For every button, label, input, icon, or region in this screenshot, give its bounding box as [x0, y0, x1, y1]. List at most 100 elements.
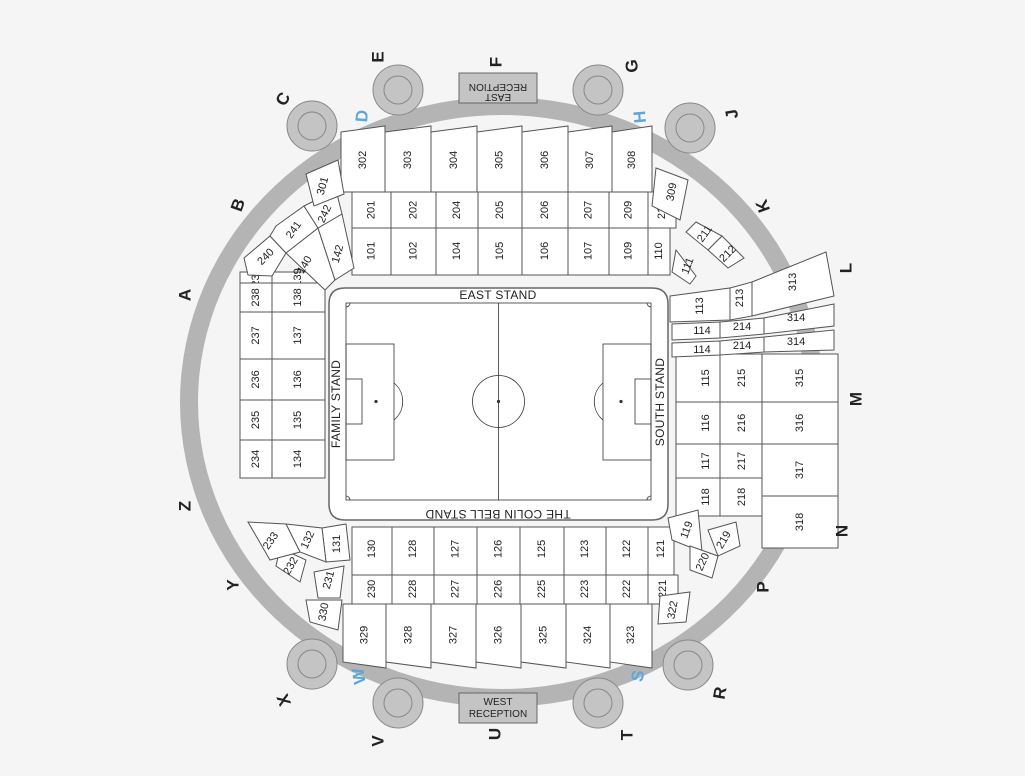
section-218[interactable]: 218	[719, 477, 763, 517]
gate-g[interactable]: G	[622, 59, 642, 74]
section-113[interactable]: 113	[669, 287, 731, 323]
section-329[interactable]: 329	[342, 603, 387, 669]
section-115[interactable]: 115	[675, 353, 721, 403]
section-205[interactable]: 205	[477, 191, 523, 229]
section-236[interactable]: 236	[239, 358, 273, 401]
section-326[interactable]: 326	[475, 603, 522, 669]
section-227[interactable]: 227	[433, 574, 478, 605]
section-204[interactable]: 204	[435, 191, 479, 229]
section-327[interactable]: 327	[430, 603, 477, 669]
gate-r[interactable]: R	[710, 685, 731, 700]
section-125[interactable]: 125	[519, 526, 565, 576]
section-126[interactable]: 126	[476, 526, 521, 576]
gate-h[interactable]: H	[630, 110, 650, 124]
section-324[interactable]: 324	[565, 603, 611, 669]
section-317[interactable]: 317	[761, 443, 839, 497]
section-114[interactable]: 114	[671, 321, 721, 341]
section-102[interactable]: 102	[390, 227, 437, 276]
section-230[interactable]: 230	[351, 574, 393, 605]
section-228[interactable]: 228	[391, 574, 435, 605]
section-128[interactable]: 128	[391, 526, 435, 576]
section-138[interactable]: 138	[271, 282, 326, 313]
section-237[interactable]: 237	[239, 311, 273, 360]
section-302[interactable]: 302	[340, 125, 386, 193]
gate-f[interactable]: F	[487, 57, 506, 67]
section-101[interactable]: 101	[351, 227, 392, 276]
section-215[interactable]: 215	[719, 353, 763, 403]
section-213[interactable]: 213	[729, 281, 753, 321]
section-117[interactable]: 117	[675, 443, 721, 479]
section-130[interactable]: 130	[351, 526, 393, 576]
section-234[interactable]: 234	[239, 439, 273, 479]
gate-b[interactable]: B	[227, 196, 249, 214]
section-136[interactable]: 136	[271, 358, 326, 401]
section-303[interactable]: 303	[384, 125, 432, 193]
gate-k[interactable]: K	[752, 196, 774, 215]
section-137[interactable]: 137	[271, 311, 326, 360]
gate-j[interactable]: J	[722, 108, 742, 121]
section-107[interactable]: 107	[567, 227, 610, 276]
section-226[interactable]: 226	[476, 574, 521, 605]
section-206[interactable]: 206	[521, 191, 569, 229]
section-304[interactable]: 304	[430, 125, 478, 193]
section-207[interactable]: 207	[567, 191, 610, 229]
section-316[interactable]: 316	[761, 401, 839, 445]
gate-e[interactable]: E	[369, 51, 388, 62]
section-127[interactable]: 127	[433, 526, 478, 576]
gate-p[interactable]: P	[754, 581, 773, 592]
gate-t[interactable]: T	[618, 729, 637, 740]
section-330[interactable]: 330	[305, 599, 343, 631]
section-306[interactable]: 306	[521, 125, 569, 193]
gate-m[interactable]: M	[847, 392, 866, 406]
section-131[interactable]: 131	[321, 523, 351, 563]
section-220[interactable]: 220	[689, 545, 719, 579]
gate-z[interactable]: Z	[176, 501, 195, 511]
section-235[interactable]: 235	[239, 399, 273, 441]
gate-v[interactable]: V	[369, 735, 388, 747]
section-201[interactable]: 201	[351, 191, 392, 229]
section-214[interactable]: 214	[719, 317, 765, 339]
section-315[interactable]: 315	[761, 353, 839, 403]
section-116[interactable]: 116	[675, 401, 721, 445]
section-121[interactable]: 121	[647, 526, 675, 576]
section-225[interactable]: 225	[519, 574, 565, 605]
section-231[interactable]: 231	[313, 565, 345, 599]
section-308[interactable]: 308	[611, 125, 653, 193]
section-325[interactable]: 325	[520, 603, 567, 669]
section-109[interactable]: 109	[608, 227, 649, 276]
section-305[interactable]: 305	[476, 125, 523, 193]
section-209[interactable]: 209	[608, 191, 649, 229]
gate-c[interactable]: C	[272, 89, 295, 109]
section-105[interactable]: 105	[477, 227, 523, 276]
gate-y[interactable]: Y	[224, 579, 243, 591]
section-104[interactable]: 104	[435, 227, 479, 276]
section-328[interactable]: 328	[385, 603, 432, 669]
section-202[interactable]: 202	[390, 191, 437, 229]
section-114[interactable]: 114	[671, 340, 721, 358]
section-307[interactable]: 307	[567, 125, 613, 193]
section-214[interactable]: 214	[719, 336, 765, 356]
section-216[interactable]: 216	[719, 401, 763, 445]
section-134[interactable]: 134	[271, 439, 326, 479]
section-110[interactable]: 110	[647, 227, 671, 276]
section-123[interactable]: 123	[563, 526, 607, 576]
gate-u[interactable]: U	[486, 728, 505, 740]
section-318[interactable]: 318	[761, 495, 839, 549]
gate-s[interactable]: S	[628, 669, 649, 683]
gate-l[interactable]: L	[837, 263, 856, 273]
section-111[interactable]: 111	[671, 248, 697, 285]
gate-d[interactable]: D	[352, 109, 372, 123]
gate-n[interactable]: N	[833, 525, 852, 537]
section-323[interactable]: 323	[609, 603, 653, 669]
section-223[interactable]: 223	[563, 574, 607, 605]
section-135[interactable]: 135	[271, 399, 326, 441]
section-106[interactable]: 106	[521, 227, 569, 276]
section-238[interactable]: 238	[239, 282, 273, 313]
gate-a[interactable]: A	[176, 289, 195, 301]
section-322[interactable]: 322	[657, 591, 691, 625]
section-217[interactable]: 217	[719, 443, 763, 479]
section-222[interactable]: 222	[605, 574, 649, 605]
gate-x[interactable]: X	[273, 691, 295, 709]
